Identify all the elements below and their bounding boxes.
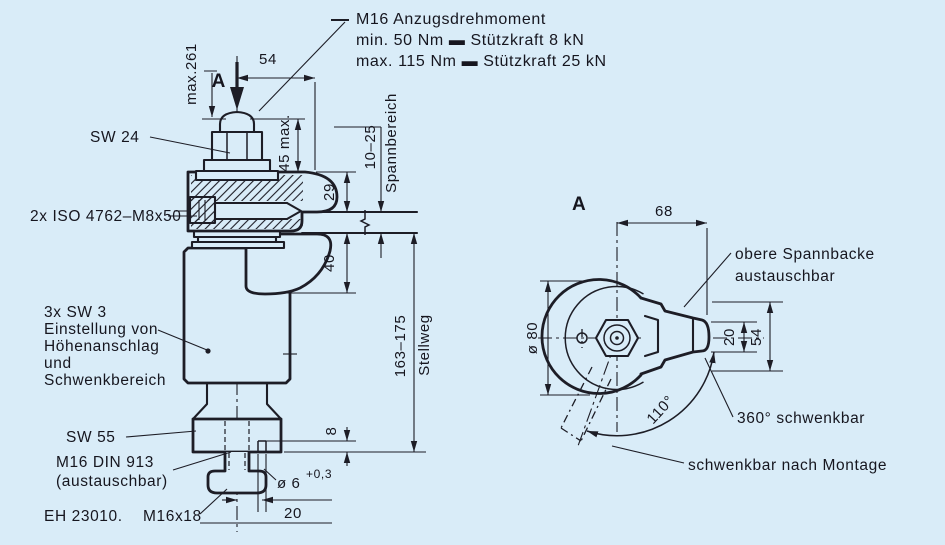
label-adjust: 3x SW 3 Einstellung von Höhenanschlag un… — [44, 304, 208, 389]
dim-hole-tol-text: +0,3 — [306, 467, 332, 481]
dim-arm-height: 54 — [712, 301, 783, 372]
label-swivel-montage: schwenkbar nach Montage — [611, 445, 887, 474]
label-sw24-text: SW 24 — [90, 129, 140, 146]
front-view: max.261 54 A 45 max. 10–25 Spannbereich — [30, 11, 607, 532]
dim-lower-jaw-text: 40 — [321, 254, 338, 272]
section-view-arrow: A — [212, 62, 244, 110]
dim-stroke: 163–175 Stellweg — [284, 233, 433, 453]
dim-head-width-text: 54 — [259, 51, 277, 68]
swivel-arc-text: 110° — [643, 392, 677, 427]
label-swivel-360: 360° schwenkbar — [704, 357, 865, 427]
clamping-screw-top — [194, 110, 280, 182]
label-adjust-line4: und — [44, 355, 72, 372]
label-adjust-line2: Einstellung von — [44, 321, 158, 338]
label-cap-screws-text: 2x ISO 4762–M8x50 — [30, 208, 182, 225]
dim-tip-height: 20 — [711, 321, 757, 353]
dim-screw-height: 45 max. — [250, 114, 305, 172]
label-adjust-line5: Schwenkbereich — [44, 372, 166, 389]
workpiece-band — [300, 210, 419, 235]
spacer-rings — [190, 229, 286, 250]
dim-arm-reach-text: 68 — [655, 203, 673, 220]
dim-hole-depth: 8 — [258, 427, 356, 466]
dim-clamp-range: 10–25 Spannbereich — [334, 93, 400, 258]
label-set-screw-line2: (austauschbar) — [56, 473, 168, 490]
swivel-arm — [639, 296, 711, 376]
dim-arm-reach: 68 — [617, 203, 708, 315]
dim-hole-offset-text: 20 — [284, 505, 302, 522]
swung-position-outline — [560, 366, 612, 442]
label-set-screw: M16 DIN 913 (austauschbar) — [56, 451, 232, 490]
dim-clamp-range-text: 10–25 — [362, 125, 379, 170]
torque-note-line3: max. 115 Nm ▬ Stützkraft 25 kN — [356, 53, 607, 70]
label-swivel-360-text: 360° schwenkbar — [737, 410, 865, 427]
bottom-stud — [206, 450, 268, 495]
torque-note: M16 Anzugsdrehmoment min. 50 Nm ▬ Stützk… — [258, 11, 607, 112]
center-hex-nut — [594, 318, 640, 358]
label-upper-jaw-line1: obere Spannbacke — [735, 246, 875, 263]
label-order: EH 23010. M16x18 — [44, 488, 228, 525]
label-stud-thread: M16x18 — [143, 508, 202, 525]
view-a-label: A — [572, 194, 587, 215]
dim-screw-height-text: 45 max. — [276, 114, 293, 172]
dim-hole-offset: 20 — [200, 454, 332, 524]
label-set-screw-line1: M16 DIN 913 — [56, 454, 154, 471]
dim-hole-depth-text: 8 — [323, 427, 340, 436]
pin-hole — [576, 329, 588, 348]
label-sw24: SW 24 — [90, 129, 231, 154]
dim-arm-height-text: 54 — [748, 328, 765, 346]
section-arrow-label: A — [212, 71, 227, 92]
dim-hole-dia-text: ø 6 — [277, 475, 300, 492]
torque-note-line1: M16 Anzugsdrehmoment — [356, 11, 546, 28]
label-upper-jaw-line2: austauschbar — [735, 268, 835, 285]
view-a: 110° 68 ø 80 20 54 A obere Spannbacke — [524, 194, 887, 474]
label-adjust-line1: 3x SW 3 — [44, 304, 107, 321]
label-adjust-line3: Höhenanschlag — [44, 338, 160, 355]
dim-overall-height: max.261 — [183, 43, 226, 120]
neck-and-flange — [191, 381, 283, 454]
label-sw55-text: SW 55 — [66, 429, 116, 446]
dim-body-dia-text: ø 80 — [524, 322, 541, 354]
dim-tip-height-text: 20 — [721, 328, 738, 346]
label-cap-screws: 2x ISO 4762–M8x50 — [30, 208, 197, 225]
dome-cap — [218, 110, 256, 134]
label-sw55: SW 55 — [66, 429, 197, 446]
dim-stroke-label: Stellweg — [416, 314, 433, 376]
dim-body-dia: ø 80 — [524, 280, 590, 396]
dim-lower-jaw: 40 — [280, 233, 356, 294]
torque-note-line2: min. 50 Nm ▬ Stützkraft 8 kN — [356, 32, 584, 49]
label-upper-jaw: obere Spannbacke austauschbar — [683, 246, 875, 308]
dim-upper-jaw: 29 — [316, 171, 356, 212]
label-swivel-montage-text: schwenkbar nach Montage — [688, 457, 887, 474]
dim-overall-height-text: max.261 — [183, 43, 200, 105]
dim-stroke-text: 163–175 — [392, 315, 409, 378]
dim-clamp-range-label: Spannbereich — [383, 93, 400, 193]
dim-hole-dia: ø 6 +0,3 — [263, 467, 332, 492]
label-order-number: EH 23010. — [44, 508, 123, 525]
dim-upper-jaw-text: 29 — [321, 183, 338, 201]
dim-head-width: 54 — [237, 51, 316, 170]
socket-cap-screw — [188, 195, 303, 225]
